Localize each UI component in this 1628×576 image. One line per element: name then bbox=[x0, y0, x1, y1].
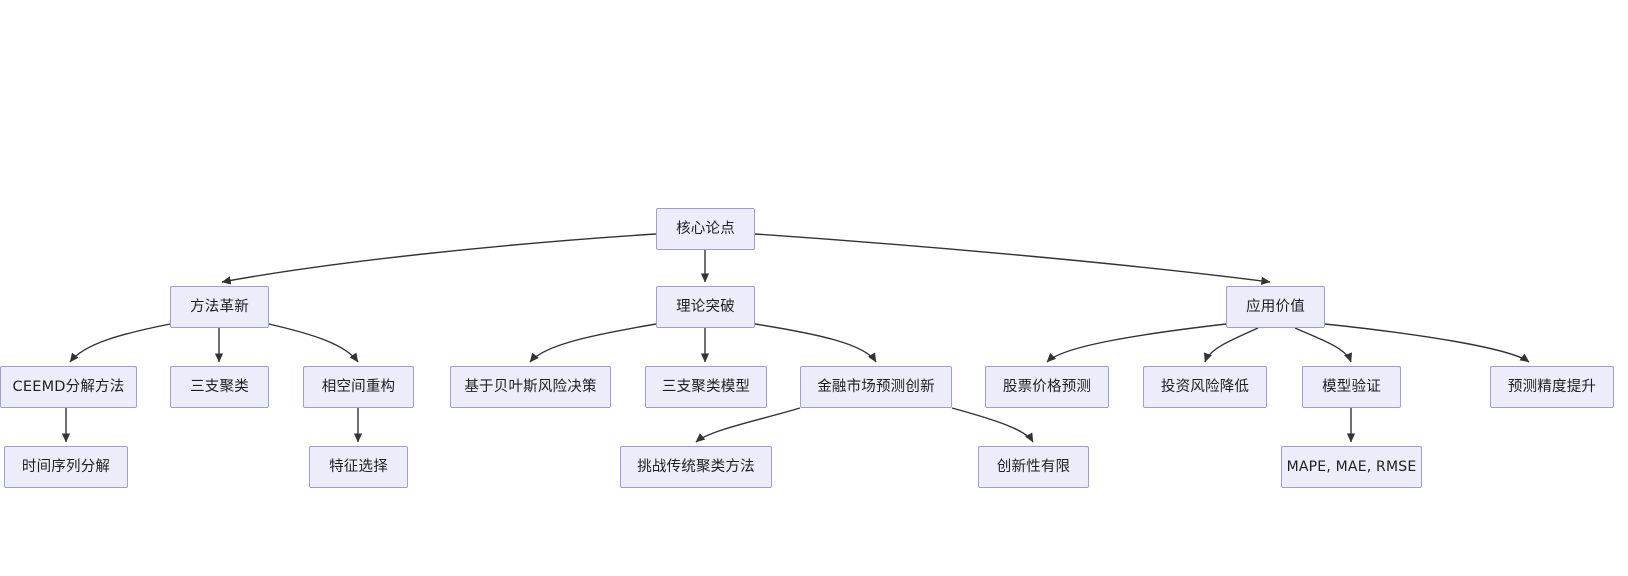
edge-n3-n13 bbox=[1324, 323, 1530, 363]
edge-n3-n10 bbox=[1046, 323, 1227, 363]
node-n9[interactable]: 金融市场预测创新 bbox=[800, 366, 952, 408]
node-label: 三支聚类模型 bbox=[661, 378, 751, 395]
node-n1[interactable]: 方法革新 bbox=[170, 286, 269, 328]
edge-n1-n6 bbox=[268, 323, 359, 363]
edge-n3-n11 bbox=[1203, 327, 1259, 363]
node-n15[interactable]: 特征选择 bbox=[309, 446, 408, 488]
node-label: 基于贝叶斯风险决策 bbox=[464, 378, 597, 395]
node-n13[interactable]: 预测精度提升 bbox=[1490, 366, 1614, 408]
node-label: 预测精度提升 bbox=[1507, 378, 1597, 395]
node-label: 核心论点 bbox=[676, 220, 735, 237]
node-label: 应用价值 bbox=[1246, 298, 1305, 315]
edge-n0-n1 bbox=[221, 233, 657, 285]
node-n3[interactable]: 应用价值 bbox=[1226, 286, 1325, 328]
node-n14[interactable]: 时间序列分解 bbox=[4, 446, 128, 488]
node-label: 股票价格预测 bbox=[1002, 378, 1092, 395]
node-n18[interactable]: MAPE, MAE, RMSE bbox=[1281, 446, 1422, 488]
node-n5[interactable]: 三支聚类 bbox=[170, 366, 269, 408]
edge-n0-n3 bbox=[754, 233, 1271, 286]
node-n4[interactable]: CEEMD分解方法 bbox=[0, 366, 137, 408]
edge-n9-n16 bbox=[695, 407, 801, 443]
node-label: 三支聚类 bbox=[190, 378, 249, 395]
node-label: 挑战传统聚类方法 bbox=[637, 458, 755, 475]
edge-n2-n7 bbox=[529, 323, 657, 363]
node-n7[interactable]: 基于贝叶斯风险决策 bbox=[450, 366, 611, 408]
node-n10[interactable]: 股票价格预测 bbox=[985, 366, 1109, 408]
node-n2[interactable]: 理论突破 bbox=[656, 286, 755, 328]
node-n11[interactable]: 投资风险降低 bbox=[1143, 366, 1267, 408]
node-n12[interactable]: 模型验证 bbox=[1302, 366, 1401, 408]
node-label: 投资风险降低 bbox=[1160, 378, 1250, 395]
node-label: 方法革新 bbox=[190, 298, 249, 315]
node-label: 理论突破 bbox=[676, 298, 735, 315]
node-n8[interactable]: 三支聚类模型 bbox=[645, 366, 767, 408]
node-label: CEEMD分解方法 bbox=[12, 378, 125, 395]
node-n16[interactable]: 挑战传统聚类方法 bbox=[620, 446, 772, 488]
edge-n3-n12 bbox=[1294, 327, 1353, 363]
node-label: 特征选择 bbox=[329, 458, 388, 475]
node-label: 相空间重构 bbox=[321, 378, 396, 395]
node-n6[interactable]: 相空间重构 bbox=[303, 366, 414, 408]
node-label: 创新性有限 bbox=[996, 458, 1071, 475]
node-n17[interactable]: 创新性有限 bbox=[978, 446, 1089, 488]
edge-n9-n17 bbox=[951, 407, 1034, 443]
node-label: 时间序列分解 bbox=[21, 458, 111, 475]
node-label: 金融市场预测创新 bbox=[817, 378, 935, 395]
node-n0[interactable]: 核心论点 bbox=[656, 208, 755, 250]
edge-n1-n4 bbox=[69, 323, 171, 363]
edge-n2-n9 bbox=[754, 323, 877, 363]
node-label: MAPE, MAE, RMSE bbox=[1286, 459, 1417, 475]
edges-group bbox=[61, 233, 1530, 443]
node-label: 模型验证 bbox=[1322, 378, 1381, 395]
